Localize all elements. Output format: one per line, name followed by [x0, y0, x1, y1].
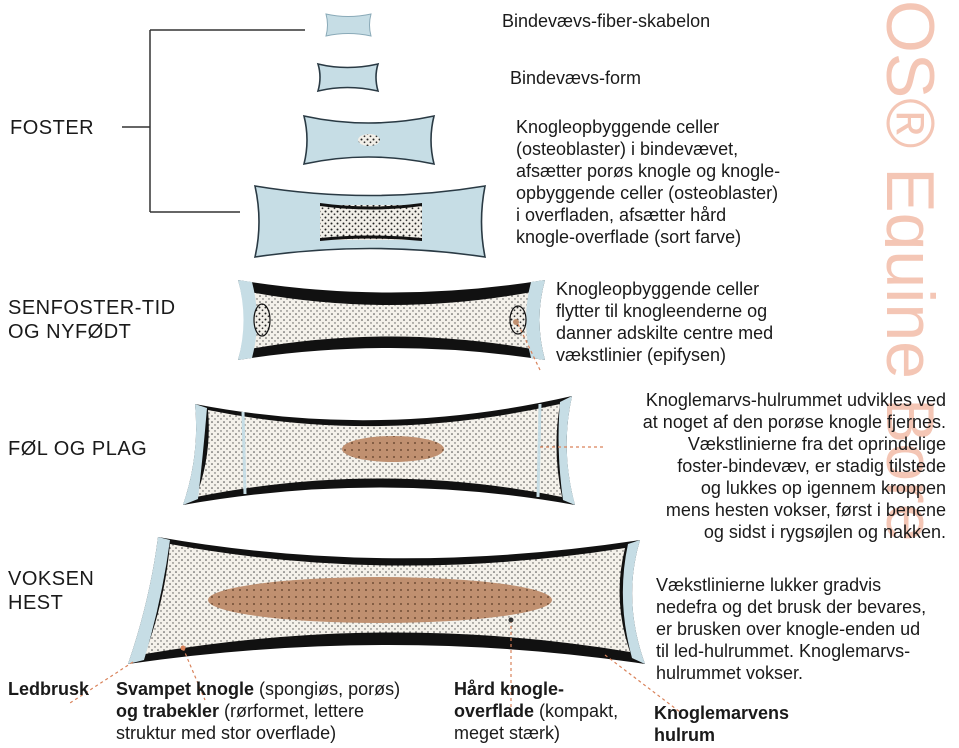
desc-marrow-cavity: Knoglemarvs-hulrummet udvikles ved at no… — [606, 389, 946, 543]
bone-connective-form — [318, 64, 378, 91]
callout-ledbrusk: Ledbrusk — [8, 678, 89, 700]
bone-foster-late — [255, 186, 485, 257]
stage-label-foster: FOSTER — [10, 116, 94, 140]
leader-dot-hard — [509, 618, 514, 623]
callout-hard-title1: Hård knogle- — [454, 679, 564, 699]
callout-hard-title2: overflade — [454, 701, 534, 721]
bone-newborn — [238, 280, 545, 360]
desc-osteoblasts: Knogleopbyggende celler (osteoblaster) i… — [516, 116, 780, 248]
callout-svampet-text3: struktur med stor overflade) — [116, 723, 336, 743]
leader-dot-spongy — [181, 646, 186, 651]
callout-hard-knogle: Hård knogle- overflade (kompakt, meget s… — [454, 678, 654, 744]
foster-bracket — [122, 30, 305, 212]
stage-label-voksen: VOKSEN HEST — [8, 567, 94, 615]
callout-svampet-text1: (spongiøs, porøs) — [254, 679, 400, 699]
callout-marv-title1: Knoglemarvens — [654, 703, 789, 723]
desc-connective-form: Bindevævs-form — [510, 67, 641, 89]
callout-svampet-knogle: Svampet knogle (spongiøs, porøs) og trab… — [116, 678, 416, 744]
bone-fiber-template — [326, 14, 371, 36]
bone-foal — [183, 396, 575, 505]
desc-growth-lines: Vækstlinierne lukker gradvis nedefra og … — [656, 574, 926, 684]
desc-epiphysis: Knogleopbyggende celler flytter til knog… — [556, 278, 773, 366]
callout-svampet-title: Svampet knogle — [116, 679, 254, 699]
desc-fiber-template: Bindevævs-fiber-skabelon — [502, 10, 710, 32]
bone-early-ossification — [304, 116, 434, 164]
stage-label-senfoster: SENFOSTER-TID OG NYFØDT — [8, 296, 176, 344]
callout-hard-text1: (kompakt, — [534, 701, 618, 721]
callout-marv-title2: hulrum — [654, 725, 715, 745]
stage-label-fol: FØL OG PLAG — [8, 437, 147, 461]
bone-adult — [128, 537, 645, 664]
callout-hard-text2: meget stærk) — [454, 723, 560, 743]
callout-trabekler-title: og trabekler — [116, 701, 219, 721]
callout-svampet-text2: (rørformet, lettere — [219, 701, 364, 721]
callout-knoglemarv: Knoglemarvens hulrum — [654, 702, 854, 746]
